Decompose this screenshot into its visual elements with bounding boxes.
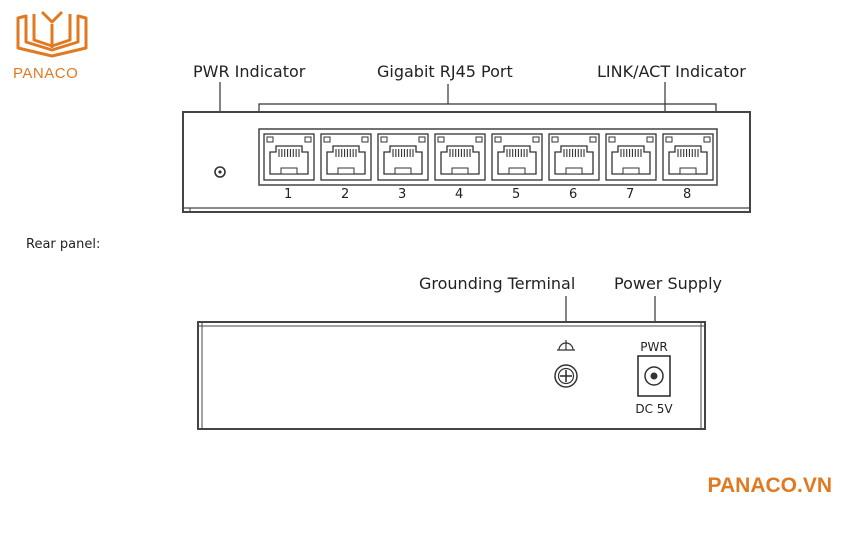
rear-panel-label: Rear panel: [26,237,101,252]
port-number: 8 [683,187,692,202]
pwr-label: PWR [640,340,667,354]
rj45-port-icon [263,133,315,181]
callout-power-supply: Power Supply [614,274,722,293]
rj45-port-icon [548,133,600,181]
grounding-screw-icon [554,364,578,388]
callout-link-act-indicator: LINK/ACT Indicator [597,62,746,81]
rear-chassis [197,321,706,430]
rj45-port-icon [320,133,372,181]
dc-label: DC 5V [635,402,673,416]
port-number: 2 [341,187,350,202]
port-number: 6 [569,187,578,202]
ground-symbol-icon [557,340,575,351]
port-number: 5 [512,187,521,202]
callout-gigabit-port: Gigabit RJ45 Port [377,62,513,81]
book-logo-icon [16,10,88,58]
rj45-port-icon [491,133,543,181]
rj45-port-icon [605,133,657,181]
brand-url: PANACO.VN [707,474,832,497]
port-number: 7 [626,187,635,202]
port-number: 1 [284,187,293,202]
rj45-port-icon [434,133,486,181]
dc-jack-icon [637,355,671,397]
callout-pwr-indicator: PWR Indicator [193,62,306,81]
rj45-port-icon [377,133,429,181]
port-number: 3 [398,187,407,202]
port-number: 4 [455,187,464,202]
logo-text: PANACO [13,65,79,82]
rj45-port-icon [662,133,714,181]
callout-grounding-terminal: Grounding Terminal [419,274,576,293]
